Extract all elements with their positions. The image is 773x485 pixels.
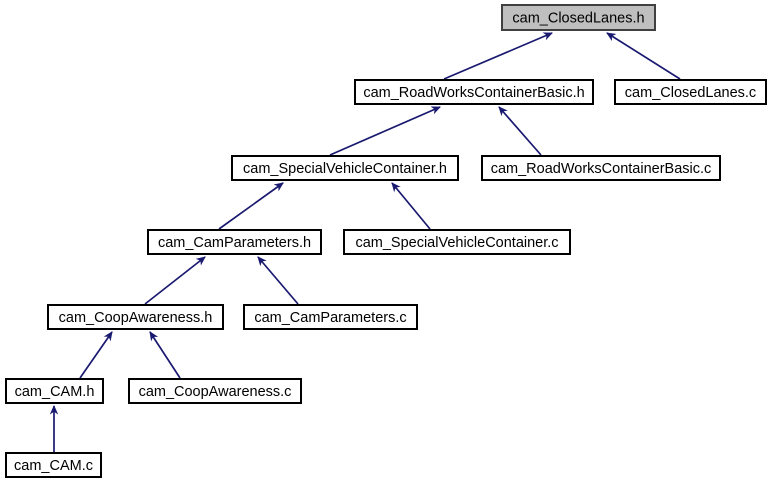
node-box-camparameters_h [147,229,322,255]
node-box-camparameters_c [243,304,418,330]
graph-edges [49,32,681,452]
node-box-coopawareness_h [47,304,224,330]
node-box-cam_h [5,378,104,404]
graph-node-specialvehicle_h[interactable]: cam_SpecialVehicleContainer.h [231,155,459,181]
graph-node-coopawareness_c[interactable]: cam_CoopAwareness.c [128,378,302,404]
node-label-camparameters_c: cam_CamParameters.c [254,310,406,326]
graph-edge-camparameters_c-to-camparameters_h [257,256,299,305]
node-box-specialvehicle_c [343,229,571,255]
node-label-coopawareness_h: cam_CoopAwareness.h [59,310,213,326]
graph-edge-cam_h-to-coopawareness_h [79,331,113,379]
node-label-closedlanes_h: cam_ClosedLanes.h [512,10,644,26]
graph-node-cam_h[interactable]: cam_CAM.h [5,378,104,404]
node-label-specialvehicle_h: cam_SpecialVehicleContainer.h [243,161,447,177]
graph-node-coopawareness_h[interactable]: cam_CoopAwareness.h [47,304,224,330]
graph-edge-roadworks_h-to-closedlanes_h [443,32,553,80]
graph-edge-closedlanes_c-to-closedlanes_h [606,32,681,80]
graph-node-camparameters_c[interactable]: cam_CamParameters.c [243,304,418,330]
graph-node-camparameters_h[interactable]: cam_CamParameters.h [147,229,322,255]
graph-edge-coopawareness_h-to-camparameters_h [144,256,206,305]
graph-edge-coopawareness_c-to-coopawareness_h [149,331,181,379]
node-box-closedlanes_h [501,4,656,31]
graph-edge-roadworks_c-to-roadworks_h [498,106,542,156]
node-box-specialvehicle_h [231,155,459,181]
graph-node-roadworks_c[interactable]: cam_RoadWorksContainerBasic.c [481,155,721,181]
node-box-roadworks_h [354,79,594,105]
graph-node-cam_c[interactable]: cam_CAM.c [5,452,102,478]
node-label-cam_c: cam_CAM.c [14,458,93,474]
node-label-roadworks_h: cam_RoadWorksContainerBasic.h [363,85,584,101]
graph-node-closedlanes_c[interactable]: cam_ClosedLanes.c [614,79,767,105]
node-label-camparameters_h: cam_CamParameters.h [158,235,311,251]
node-label-cam_h: cam_CAM.h [15,384,95,400]
node-box-closedlanes_c [614,79,767,105]
graph-node-roadworks_h[interactable]: cam_RoadWorksContainerBasic.h [354,79,594,105]
graph-node-specialvehicle_c[interactable]: cam_SpecialVehicleContainer.c [343,229,571,255]
node-label-roadworks_c: cam_RoadWorksContainerBasic.c [491,161,712,177]
graph-edge-specialvehicle_h-to-roadworks_h [329,106,441,156]
graph-edge-specialvehicle_c-to-specialvehicle_h [391,182,431,230]
graph-edge-camparameters_h-to-specialvehicle_h [218,182,284,230]
graph-nodes: cam_ClosedLanes.h cam_RoadWorksContainerB… [5,4,767,478]
node-label-coopawareness_c: cam_CoopAwareness.c [139,384,292,400]
node-box-roadworks_c [481,155,721,181]
graph-node-closedlanes_h[interactable]: cam_ClosedLanes.h [501,4,656,31]
node-box-cam_c [5,452,102,478]
node-label-specialvehicle_c: cam_SpecialVehicleContainer.c [355,235,558,251]
node-label-closedlanes_c: cam_ClosedLanes.c [625,85,756,101]
node-box-coopawareness_c [128,378,302,404]
